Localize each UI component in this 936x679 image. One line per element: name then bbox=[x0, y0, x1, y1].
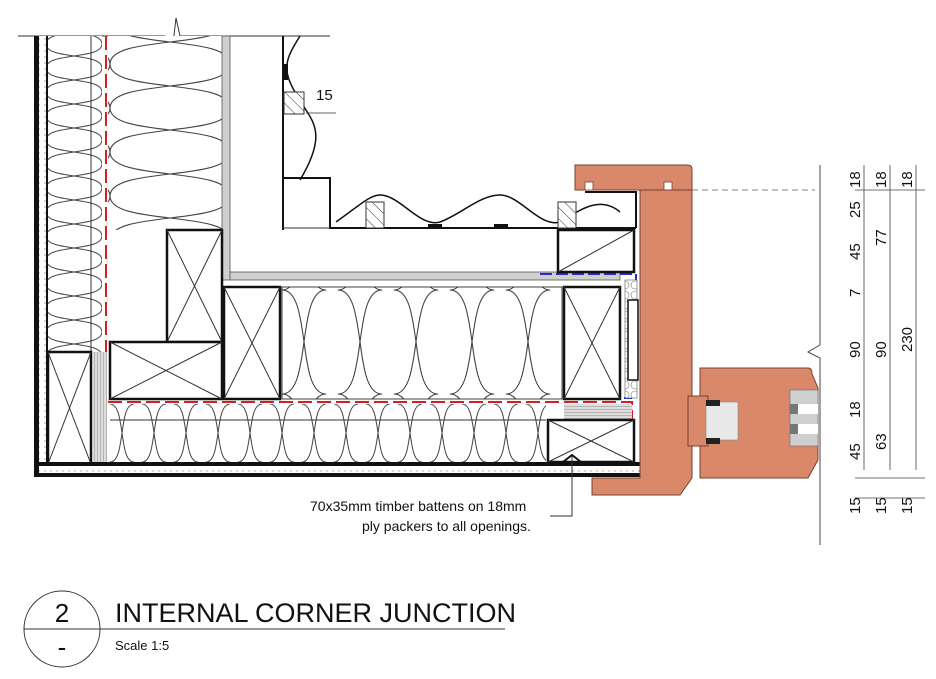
insulation-narrow bbox=[48, 36, 102, 352]
svg-text:230: 230 bbox=[899, 327, 916, 352]
stud-tall bbox=[165, 228, 224, 344]
svg-text:15: 15 bbox=[873, 497, 890, 514]
svg-text:18: 18 bbox=[847, 401, 864, 418]
stud-corner bbox=[222, 285, 282, 401]
stud-head-right bbox=[562, 285, 622, 401]
plasterboard-horizontal bbox=[229, 271, 621, 281]
window-frame bbox=[574, 164, 819, 496]
svg-text:18: 18 bbox=[899, 171, 916, 188]
insulation-head bbox=[281, 286, 563, 400]
title-block: 2 - INTERNAL CORNER JUNCTION Scale 1:5 bbox=[23, 590, 516, 668]
svg-text:90: 90 bbox=[873, 341, 890, 358]
svg-text:77: 77 bbox=[873, 229, 890, 246]
sill-batten bbox=[556, 228, 636, 274]
svg-text:7: 7 bbox=[847, 289, 864, 297]
sheet-reference: - bbox=[58, 632, 67, 662]
drawing-number: 2 bbox=[55, 598, 69, 628]
note-line-2: ply packers to all openings. bbox=[362, 518, 531, 534]
plasterboard-vertical bbox=[221, 35, 231, 281]
wall-lining-left bbox=[34, 36, 48, 474]
drawing-scale: Scale 1:5 bbox=[115, 638, 169, 653]
dim-col-1: 18 25 45 7 90 18 45 15 bbox=[847, 171, 864, 514]
svg-text:18: 18 bbox=[873, 171, 890, 188]
svg-text:63: 63 bbox=[873, 433, 890, 450]
stud-flat bbox=[108, 340, 224, 401]
dim-col-3: 18 230 15 bbox=[899, 171, 916, 514]
timber-batten bbox=[546, 418, 636, 464]
packer-vertical bbox=[93, 352, 107, 464]
dim-15-label: 15 bbox=[316, 87, 333, 104]
dimension-strings bbox=[855, 165, 925, 499]
note-line-1: 70x35mm timber battens on 18mm bbox=[310, 498, 526, 514]
insulation-lower bbox=[110, 404, 546, 462]
svg-text:45: 45 bbox=[847, 243, 864, 260]
svg-text:15: 15 bbox=[899, 497, 916, 514]
dim-col-2: 18 77 90 63 15 bbox=[873, 171, 890, 514]
svg-text:45: 45 bbox=[847, 443, 864, 460]
svg-text:90: 90 bbox=[847, 341, 864, 358]
cladding-top bbox=[282, 35, 637, 230]
svg-text:18: 18 bbox=[847, 171, 864, 188]
svg-text:25: 25 bbox=[847, 201, 864, 218]
stud-left-bottom bbox=[46, 350, 93, 466]
ply-packer bbox=[564, 404, 632, 420]
insulation-wall bbox=[108, 36, 222, 230]
svg-text:15: 15 bbox=[847, 497, 864, 514]
drawing-title: INTERNAL CORNER JUNCTION bbox=[115, 598, 516, 628]
